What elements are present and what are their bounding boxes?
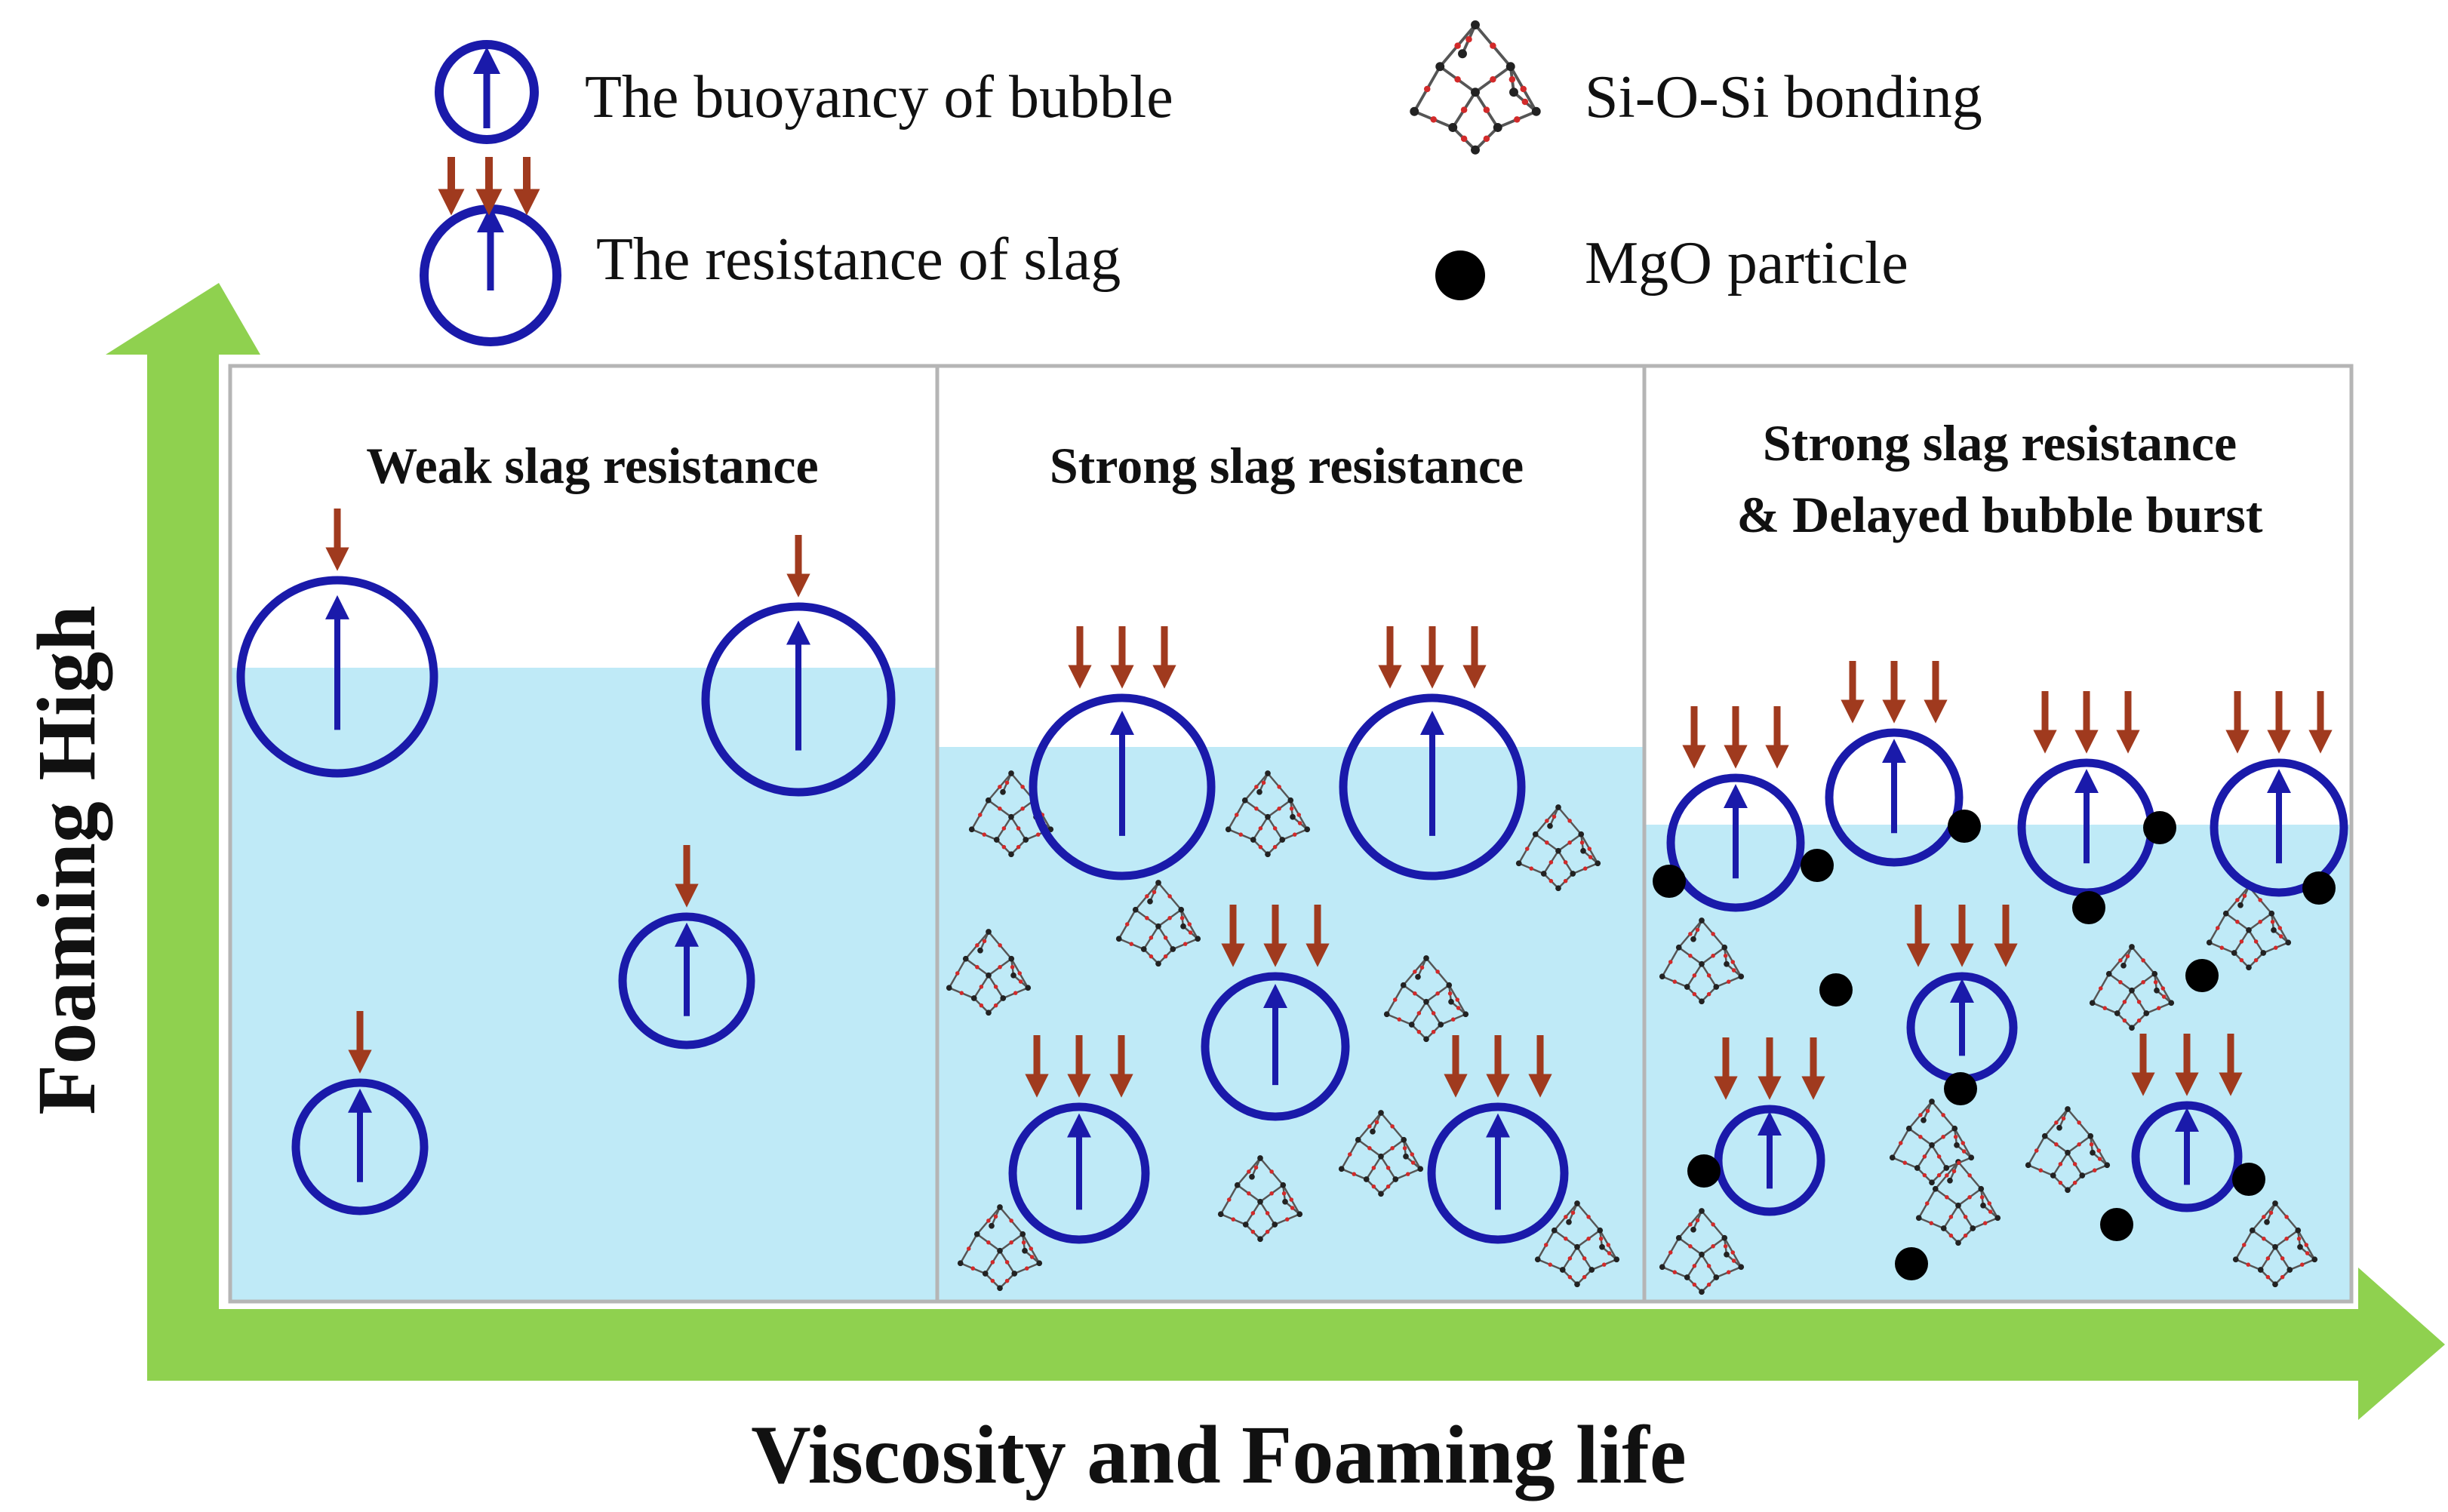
- legend-resistance-label: The resistance of slag: [596, 226, 1121, 293]
- bubble: [236, 509, 438, 778]
- x-axis-title: Viscosity and Foaming life: [751, 1409, 1687, 1501]
- si-o-si-network-icon: [1225, 770, 1311, 858]
- mgo-particle: [2100, 1208, 2133, 1241]
- mgo-particle: [2072, 891, 2105, 924]
- bubbles: [236, 509, 2348, 1244]
- legend-mgo-label: MgO particle: [1585, 230, 1908, 297]
- bubble: [1029, 626, 1216, 880]
- mgo-particle: [2185, 959, 2219, 992]
- si-o-si-network-icon: [1383, 955, 1469, 1043]
- mgo-particle: [1895, 1247, 1928, 1280]
- bubble-buoyancy-icon: [435, 40, 539, 144]
- legend-buoyancy-label: The buoyancy of bubble: [585, 64, 1173, 131]
- bubble: [2210, 691, 2348, 897]
- legend-bonding-label: Si-O-Si bonding: [1585, 64, 1982, 131]
- si-o-si-networks: [946, 770, 2318, 1295]
- mgo-particle: [1819, 973, 1853, 1006]
- bubble: [1427, 1035, 1569, 1244]
- bubble: [1825, 661, 1964, 867]
- si-o-si-network-icon: [957, 1204, 1043, 1292]
- si-o-si-network-icon: [1410, 20, 1541, 155]
- slag-resistance-icon: [420, 157, 561, 346]
- si-o-si-network-icon: [2089, 944, 2175, 1031]
- panels: Weak slag resistance Strong slag resista…: [228, 364, 2354, 1304]
- mgo-particle: [2232, 1163, 2265, 1196]
- panel-delayed-border: [1642, 364, 2354, 1304]
- mgo-particle: [1948, 810, 1981, 843]
- mgo-particle: [1944, 1072, 1977, 1105]
- si-o-si-network-icon: [2232, 1200, 2318, 1288]
- si-o-si-network-icon: [1338, 1110, 1424, 1197]
- panel-3-title-line2: & Delayed bubble burst: [1736, 486, 2262, 543]
- si-o-si-network-icon: [1889, 1099, 1975, 1186]
- y-axis-title: Foaming High: [20, 605, 112, 1114]
- bubble: [701, 535, 896, 797]
- mgo-particle: [1653, 865, 1686, 898]
- bubble: [2131, 1034, 2243, 1212]
- bubble: [1201, 905, 1350, 1121]
- bubble: [1714, 1037, 1825, 1216]
- mgo-particles: [1653, 810, 2336, 1280]
- si-o-si-network-icon: [1410, 20, 1541, 155]
- si-o-si-network-icon: [1217, 1155, 1303, 1243]
- axes: [106, 283, 2445, 1420]
- si-o-si-network-icon: [2025, 1106, 2111, 1194]
- mgo-particle-icon: [1435, 250, 1485, 300]
- y-axis-arrow: [106, 283, 260, 1381]
- panel-2-title: Strong slag resistance: [1050, 437, 1524, 494]
- mgo-particle: [1687, 1154, 1721, 1188]
- bubble: [291, 1011, 429, 1215]
- panel-1-title: Weak slag resistance: [366, 437, 818, 494]
- bubble: [1339, 626, 1526, 880]
- si-o-si-network-icon: [1659, 1208, 1745, 1295]
- si-o-si-network-icon: [1534, 1200, 1620, 1288]
- bubble: [1906, 905, 2018, 1083]
- si-o-si-network-icon: [946, 929, 1032, 1016]
- bubble: [1008, 1035, 1150, 1244]
- bubble: [618, 845, 755, 1049]
- si-o-si-network-icon: [1515, 804, 1601, 892]
- x-axis-arrow: [147, 1268, 2445, 1420]
- si-o-si-network-icon: [1115, 880, 1201, 967]
- bubble: [1666, 706, 1805, 912]
- mgo-particle: [2143, 811, 2176, 844]
- mgo-particle: [2302, 871, 2336, 905]
- panel-3-title-line1: Strong slag resistance: [1763, 414, 2237, 472]
- mgo-particle: [1801, 849, 1834, 882]
- legend: The buoyancy of bubble The resistance of…: [420, 20, 1982, 346]
- si-o-si-network-icon: [1915, 1159, 2001, 1246]
- si-o-si-network-icon: [1659, 917, 1745, 1005]
